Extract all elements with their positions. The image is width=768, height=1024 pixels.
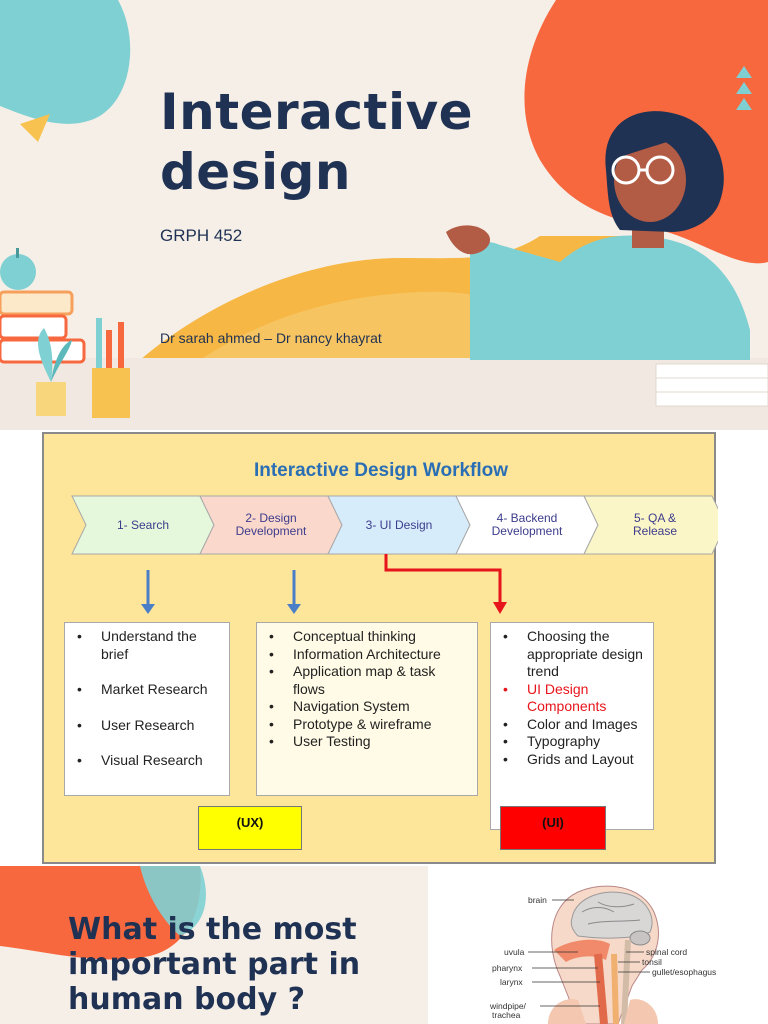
label-larynx: larynx	[500, 977, 523, 987]
list-item: Color and Images	[499, 716, 645, 734]
step-5-shape	[583, 495, 718, 555]
step-2-label-line1: 2- Design	[245, 511, 297, 525]
list-item: Conceptual thinking	[265, 628, 469, 646]
list-item: User Testing	[265, 733, 469, 751]
ui-tag: (UI)	[500, 806, 606, 850]
workflow-panel: Interactive Design Workflow 1- Search 2-…	[42, 432, 718, 864]
step-4-label-line1: 4- Backend	[496, 511, 558, 525]
authors: Dr sarah ahmed – Dr nancy khayrat	[160, 330, 382, 346]
step-3[interactable]: 3- UI Design	[342, 496, 456, 554]
list-item: Application map & task flows	[265, 663, 469, 698]
step-5-label-line1: 5- QA &	[633, 511, 677, 525]
step-1[interactable]: 1- Search	[86, 496, 200, 554]
triangle-icon	[20, 114, 50, 142]
list-item-highlighted: UI Design Components	[499, 681, 645, 716]
triangle-stack-icon	[736, 66, 752, 78]
list-item: Market Research	[73, 681, 221, 699]
label-windpipe: windpipe/	[490, 1001, 526, 1011]
step-4[interactable]: 4- Backend Development	[470, 496, 584, 554]
list-item: Choosing the appropriate design trend	[499, 628, 645, 681]
ux-research-list: Understand the brief Market Research Use…	[73, 628, 221, 770]
list-item: User Research	[73, 717, 221, 735]
list-item: Prototype & wireframe	[265, 716, 469, 734]
list-item: Understand the brief	[73, 628, 221, 663]
workflow-slide: Interactive Design Workflow 1- Search 2-…	[0, 432, 768, 866]
red-connector-arrow-icon	[384, 554, 502, 604]
decorative-background	[0, 866, 206, 960]
ux-tag: (UX)	[198, 806, 302, 850]
label-trachea: trachea	[492, 1010, 521, 1020]
label-brain: brain	[528, 895, 547, 905]
ui-design-box: Choosing the appropriate design trend UI…	[490, 622, 654, 830]
list-item: Grids and Layout	[499, 751, 645, 769]
anatomy-illustration: brain uvula pharynx larynx windpipe/ tra…	[428, 866, 768, 1024]
question-line-2: important part in	[68, 947, 361, 982]
title-line-1: Interactive	[160, 83, 474, 141]
label-tonsil: tonsil	[642, 957, 662, 967]
question-slide: What is the most important part in human…	[0, 866, 768, 1024]
design-development-box: Conceptual thinking Information Architec…	[256, 622, 478, 796]
list-item: Information Architecture	[265, 646, 469, 664]
presentation-title: Interactive design	[160, 82, 473, 202]
step-2-label-line2: Development	[235, 524, 307, 538]
workflow-title: Interactive Design Workflow	[253, 460, 509, 481]
question-line-1: What is the most	[68, 912, 357, 947]
label-spinal-cord: spinal cord	[646, 947, 688, 957]
list-item: Navigation System	[265, 698, 469, 716]
ux-research-box: Understand the brief Market Research Use…	[64, 622, 230, 796]
step-2[interactable]: 2- Design Development	[214, 496, 328, 554]
step-5[interactable]: 5- QA & Release	[598, 496, 712, 554]
list-item: Typography	[499, 733, 645, 751]
label-pharynx: pharynx	[492, 963, 523, 973]
label-uvula: uvula	[504, 947, 525, 957]
title-slide: Interactive design GRPH 452 Dr sarah ahm…	[0, 0, 768, 430]
question-line-3: human body ?	[68, 982, 305, 1017]
step-3-label-line1: 3- UI Design	[365, 517, 433, 532]
decorative-background	[0, 0, 768, 430]
step-1-label-line1: 1- Search	[116, 517, 170, 532]
workflow-diagram	[71, 495, 718, 614]
ui-design-list: Choosing the appropriate design trend UI…	[499, 628, 645, 768]
list-item: Visual Research	[73, 752, 221, 770]
design-development-list: Conceptual thinking Information Architec…	[265, 628, 469, 751]
human-anatomy-diagram-icon	[528, 885, 659, 1024]
label-gullet: gullet/esophagus	[652, 967, 717, 977]
step-4-label-line2: Development	[491, 524, 563, 538]
course-code: GRPH 452	[160, 226, 243, 245]
title-line-2: design	[160, 143, 351, 201]
question-heading: What is the most important part in human…	[68, 912, 360, 1017]
step-5-label-line2: Release	[632, 524, 678, 538]
